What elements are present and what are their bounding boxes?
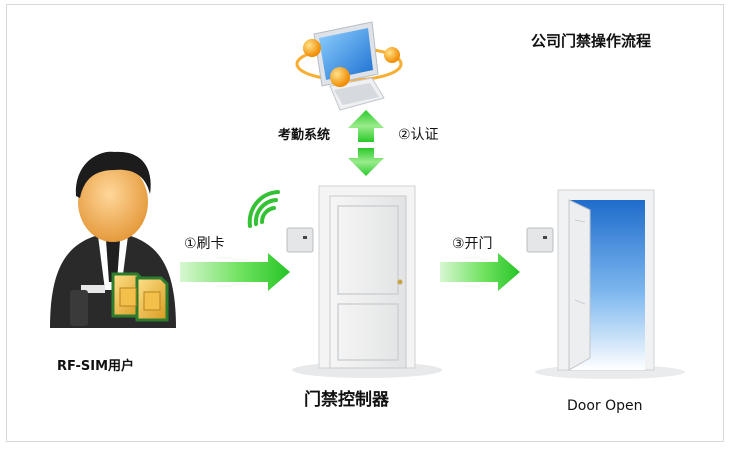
closed-door xyxy=(292,185,442,378)
swipe-arrow xyxy=(180,253,290,291)
sim-card-icon xyxy=(111,272,169,322)
rf-sim-user-label: RF-SIM用户 xyxy=(57,359,135,374)
authenticate-step-label: ②认证 xyxy=(398,127,439,143)
card-reader-icon xyxy=(286,227,314,253)
wireless-signal-icon xyxy=(247,190,280,228)
open-arrow xyxy=(440,253,520,291)
diagram-title: 公司门禁操作流程 xyxy=(531,32,652,50)
attendance-system-label: 考勤系统 xyxy=(278,128,331,143)
auth-double-arrow xyxy=(348,110,384,176)
door-open-label: Door Open xyxy=(567,398,643,414)
access-controller-label: 门禁控制器 xyxy=(304,390,389,410)
swipe-card-step-label: ①刷卡 xyxy=(184,236,225,252)
computer-icon xyxy=(295,21,403,111)
card-reader-icon-2 xyxy=(526,227,554,253)
open-door-step-label: ③开门 xyxy=(452,236,493,252)
open-door xyxy=(535,189,685,379)
